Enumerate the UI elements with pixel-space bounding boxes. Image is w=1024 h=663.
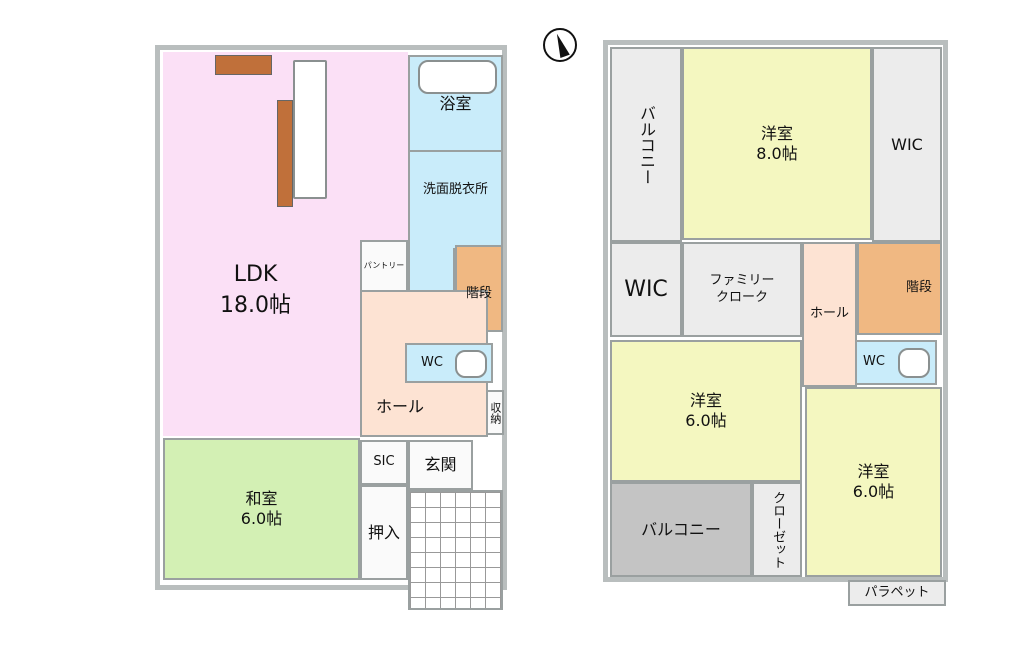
bathtub-icon xyxy=(418,60,497,94)
kitchen-island xyxy=(293,60,327,199)
family-cloak-label: ファミリー クローク xyxy=(709,273,775,305)
storage-1f: 収納 xyxy=(486,390,504,435)
stairs-1f-label: 階段 xyxy=(465,285,492,301)
stairs-2f-label: 階段 xyxy=(905,280,932,296)
stairs-1f: 階段 xyxy=(455,245,503,332)
toilet-2f-icon xyxy=(898,348,930,378)
hall-2f: ホール xyxy=(802,242,857,387)
balcony-top-label: バルコニー xyxy=(637,104,656,185)
oshiire-label: 押入 xyxy=(367,522,400,542)
kitchen-counter-side xyxy=(277,100,293,207)
bedroom-6-right-size: 6.0帖 xyxy=(852,482,895,501)
hall-2f-label: ホール xyxy=(809,306,849,322)
bedroom-8-size: 8.0帖 xyxy=(756,143,798,163)
balcony-top: バルコニー xyxy=(610,47,682,242)
ldk-size: 18.0帖 xyxy=(220,293,291,318)
wc-1f-label: WC xyxy=(421,354,443,370)
washroom-lower xyxy=(408,248,455,296)
bedroom-6-right-name: 洋室 xyxy=(857,462,890,481)
floor2-outline xyxy=(603,40,948,582)
entrance-label: 玄関 xyxy=(424,455,457,474)
floor1-outline xyxy=(155,45,507,590)
wic-left-label: WIC xyxy=(624,276,668,302)
washroom: 洗面脱衣所 xyxy=(408,150,503,250)
ldk-label: LDK 18.0帖 xyxy=(220,262,291,319)
family-cloak: ファミリー クローク xyxy=(682,242,802,337)
kitchen-counter xyxy=(215,55,272,75)
stairs-2f: 階段 xyxy=(857,242,942,335)
washitsu-name: 和室 xyxy=(245,489,278,508)
entrance: 玄関 xyxy=(408,440,473,490)
closet-label: クローゼット xyxy=(770,490,786,569)
ldk-lower xyxy=(163,240,361,436)
bedroom-6-left-name: 洋室 xyxy=(689,391,722,410)
oshiire: 押入 xyxy=(360,485,408,580)
ldk-name: LDK xyxy=(233,262,278,287)
storage-label: 収納 xyxy=(488,401,502,424)
sic-label: SIC xyxy=(373,454,395,470)
closet: クローゼット xyxy=(752,482,802,577)
hall-1f-label: ホール xyxy=(376,397,425,416)
parapet: パラペット xyxy=(848,580,946,606)
wic-left: WIC xyxy=(610,242,682,337)
pantry: パントリー xyxy=(360,240,408,292)
pantry-label: パントリー xyxy=(363,261,405,270)
balcony-bottom-label: バルコニー xyxy=(641,519,721,539)
sic: SIC xyxy=(360,440,408,485)
washroom-label: 洗面脱衣所 xyxy=(422,182,488,197)
parapet-label: パラペット xyxy=(864,584,930,600)
entrance-porch xyxy=(408,490,503,610)
north-arrow-icon xyxy=(543,28,577,62)
bedroom-6-left-size: 6.0帖 xyxy=(685,411,727,430)
wic-right-label: WIC xyxy=(891,134,923,154)
balcony-bottom: バルコニー xyxy=(610,482,752,577)
wc-2f-label: WC xyxy=(863,354,885,370)
washitsu-size: 6.0帖 xyxy=(240,509,283,528)
wic-right: WIC xyxy=(872,47,942,242)
bedroom-8-name: 洋室 xyxy=(760,123,793,143)
toilet-icon xyxy=(455,350,487,378)
bath-label: 浴室 xyxy=(439,93,472,113)
